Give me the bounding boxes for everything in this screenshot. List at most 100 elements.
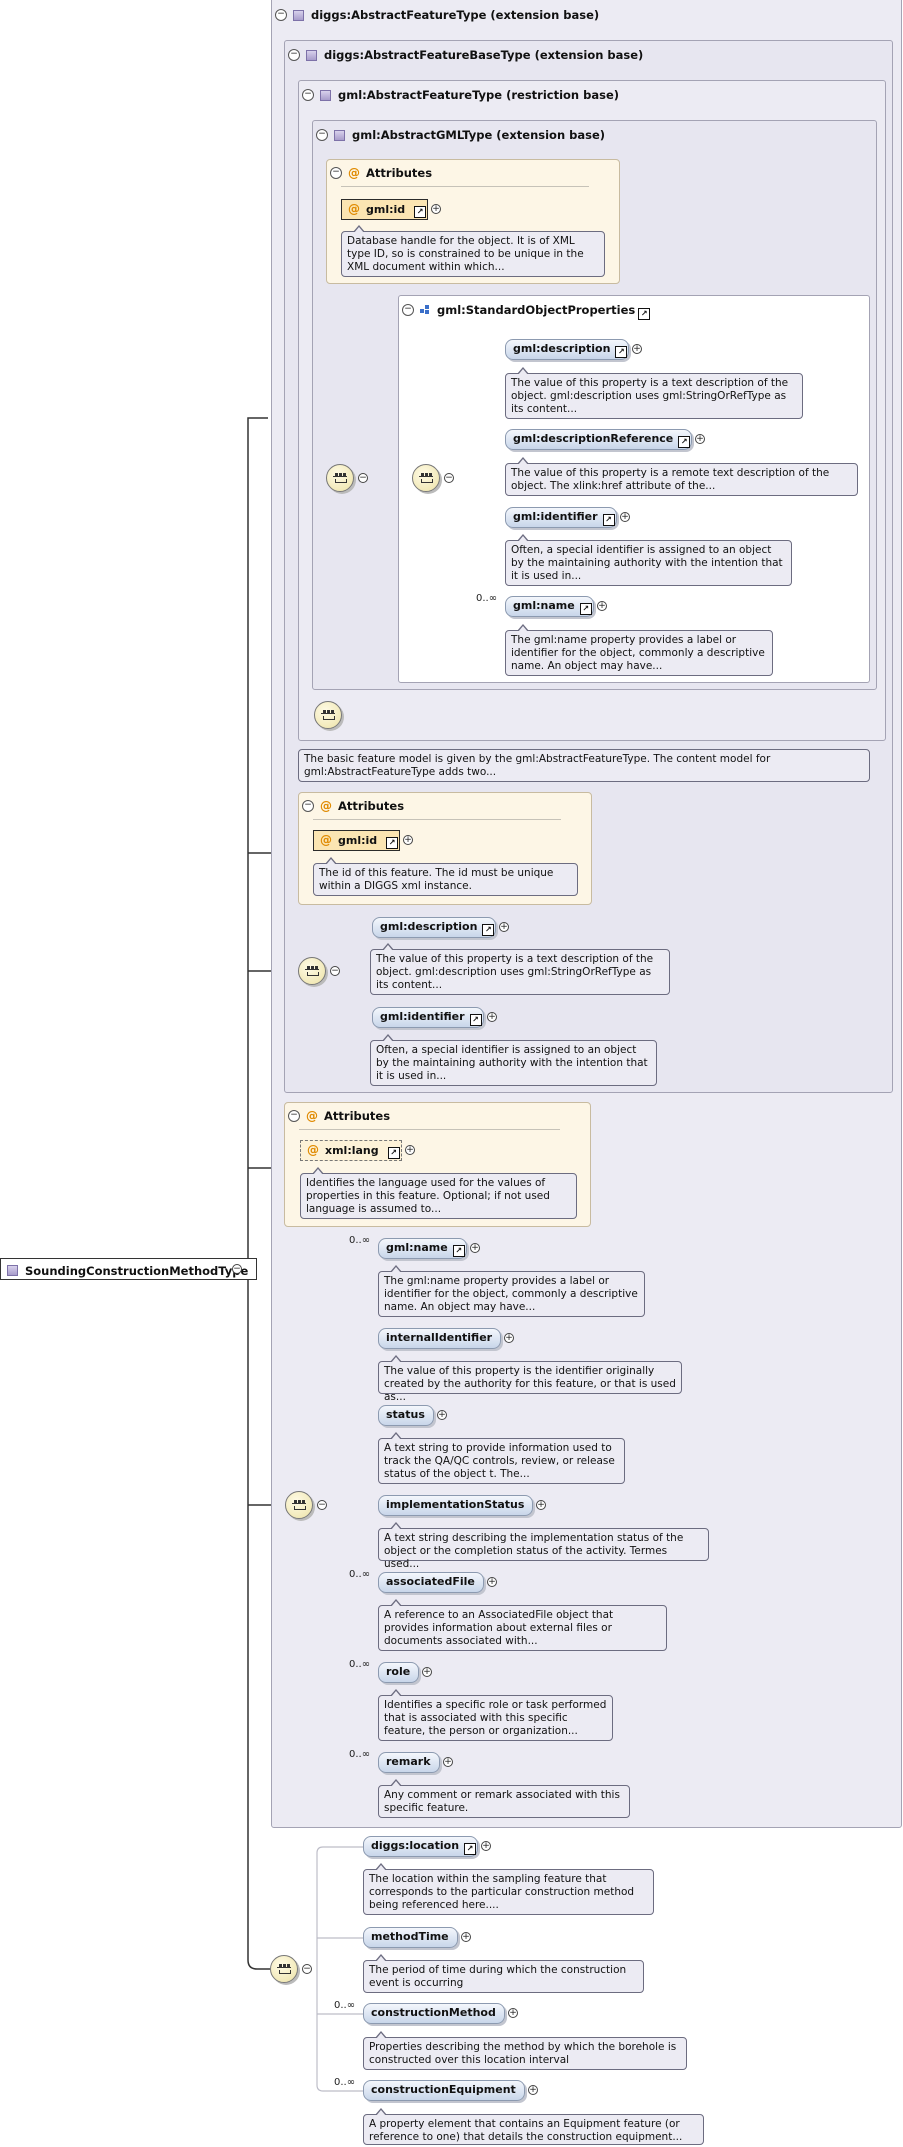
element-gml-description[interactable]: gml:description ↗ [372,917,497,938]
element-method-time[interactable]: methodTime [363,1927,458,1948]
root-type[interactable]: SoundingConstructionMethodType [0,1258,258,1280]
expand-icon[interactable]: + [470,1243,480,1253]
reference-arrow-icon: ↗ [602,514,615,526]
sequence-icon[interactable] [412,464,440,492]
element-remark[interactable]: remark [378,1752,440,1773]
collapse-icon[interactable]: − [288,49,300,61]
frame-header-diggs-abstract-feature-type[interactable]: − diggs:AbstractFeatureType (extension b… [275,8,599,22]
attribute-icon: @ [348,202,360,216]
expand-icon[interactable]: + [461,1932,471,1942]
collapse-icon[interactable]: − [302,1964,312,1974]
sequence-icon[interactable] [314,701,342,729]
frame-header-diggs-abstract-feature-base-type[interactable]: − diggs:AbstractFeatureBaseType (extensi… [288,48,643,62]
element-name: internalIdentifier [386,1331,493,1344]
expand-icon[interactable]: + [620,512,630,522]
annotation: Identifies a specific role or task perfo… [378,1689,613,1741]
expand-icon[interactable]: + [508,2008,518,2018]
expand-icon[interactable]: + [597,601,607,611]
attributes-header[interactable]: − @ Attributes [302,799,404,813]
complex-type-icon [306,49,317,61]
frame-header-gml-abstract-feature-type[interactable]: − gml:AbstractFeatureType (restriction b… [302,88,619,102]
collapse-icon[interactable]: − [288,1110,300,1122]
collapse-icon[interactable]: − [317,1500,327,1510]
element-construction-equipment[interactable]: constructionEquipment [363,2080,525,2101]
cardinality-label: 0..∞ [334,2000,356,2011]
cardinality-label: 0..∞ [349,1659,371,1670]
cardinality-label: 0..∞ [334,2077,356,2088]
expand-icon[interactable]: + [528,2085,538,2095]
expand-icon[interactable]: + [487,1012,497,1022]
element-internal-identifier[interactable]: internalIdentifier [378,1328,502,1349]
expand-icon[interactable]: + [504,1333,514,1343]
group-header-standard-object-properties[interactable]: − gml:StandardObjectProperties ↗ [402,303,651,320]
annotation: Properties describing the method by whic… [363,2031,687,2070]
collapse-icon[interactable]: − [402,304,414,316]
frame-header-gml-abstract-gml-type[interactable]: − gml:AbstractGMLType (extension base) [316,128,605,142]
collapse-icon[interactable]: − [232,1264,242,1274]
annotation: A property element that contains an Equi… [363,2108,704,2145]
collapse-icon[interactable]: − [444,473,454,483]
annotation: Often, a special identifier is assigned … [505,534,792,586]
reference-arrow-icon: ↗ [414,206,427,218]
element-name: constructionMethod [371,2006,496,2019]
sequence-icon[interactable] [298,957,326,985]
annotation: Often, a special identifier is assigned … [370,1034,657,1086]
collapse-icon[interactable]: − [316,129,328,141]
frame-title: gml:AbstractFeatureType (restriction bas… [338,88,620,102]
reference-arrow-icon: ↗ [638,308,651,320]
element-name: constructionEquipment [371,2083,516,2096]
expand-icon[interactable]: + [481,1841,491,1851]
collapse-icon[interactable]: − [302,800,314,812]
expand-icon[interactable]: + [403,835,413,845]
element-associated-file[interactable]: associatedFile [378,1572,484,1593]
group-title: gml:StandardObjectProperties [437,303,636,317]
element-name: gml:identifier [513,510,598,523]
attributes-header[interactable]: − @ Attributes [288,1109,390,1123]
sequence-icon[interactable] [326,464,354,492]
complex-type-icon [334,129,345,141]
element-role[interactable]: role [378,1662,420,1683]
element-name: associatedFile [386,1575,475,1588]
annotation: The gml:name property provides a label o… [505,624,773,676]
element-name: gml:identifier [380,1010,465,1023]
element-construction-method[interactable]: constructionMethod [363,2003,505,2024]
attributes-header[interactable]: − @ Attributes [330,166,432,180]
annotation: A reference to an AssociatedFile object … [378,1599,667,1651]
expand-icon[interactable]: + [431,204,441,214]
collapse-icon[interactable]: − [330,167,342,179]
element-gml-identifier[interactable]: gml:identifier ↗ [505,507,617,528]
expand-icon[interactable]: + [695,434,705,444]
sequence-icon[interactable] [270,1955,298,1983]
expand-icon[interactable]: + [632,344,642,354]
expand-icon[interactable]: + [499,922,509,932]
expand-icon[interactable]: + [437,1410,447,1420]
annotation: The location within the sampling feature… [363,1863,654,1915]
annotation: The value of this property is a text des… [370,943,670,995]
complex-type-icon [293,9,304,21]
attribute-name: gml:id [338,834,378,847]
expand-icon[interactable]: + [405,1145,415,1155]
annotation: The value of this property is a text des… [505,367,803,419]
sequence-icon[interactable] [285,1491,313,1519]
expand-icon[interactable]: + [443,1757,453,1767]
element-gml-description-reference[interactable]: gml:descriptionReference ↗ [505,429,693,450]
element-gml-name[interactable]: gml:name ↗ [378,1238,467,1259]
attribute-xml-lang[interactable]: @xml:lang ↗ [300,1140,402,1161]
cardinality-label: 0..∞ [349,1569,371,1580]
expand-icon[interactable]: + [536,1500,546,1510]
element-implementation-status[interactable]: implementationStatus [378,1495,534,1516]
element-diggs-location[interactable]: diggs:location ↗ [363,1836,479,1857]
element-gml-description[interactable]: gml:description ↗ [505,339,630,360]
element-status[interactable]: status [378,1405,434,1426]
reference-arrow-icon: ↗ [615,346,628,358]
collapse-icon[interactable]: − [330,966,340,976]
attribute-gml-id[interactable]: @gml:id ↗ [313,830,401,851]
attribute-gml-id[interactable]: @gml:id ↗ [341,199,429,220]
collapse-icon[interactable]: − [275,9,287,21]
element-gml-name[interactable]: gml:name ↗ [505,596,594,617]
collapse-icon[interactable]: − [358,473,368,483]
collapse-icon[interactable]: − [302,89,314,101]
element-gml-identifier[interactable]: gml:identifier ↗ [372,1007,484,1028]
expand-icon[interactable]: + [487,1577,497,1587]
expand-icon[interactable]: + [422,1667,432,1677]
